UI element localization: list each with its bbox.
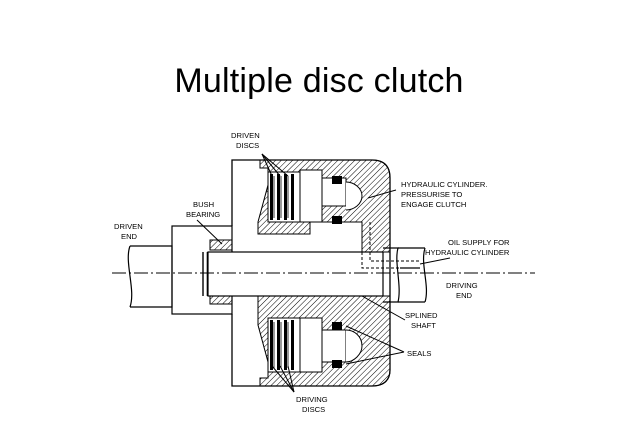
hydraulic-cylinder-label-line3: ENGAGE CLUTCH — [401, 200, 466, 209]
driven-shaft — [127, 245, 173, 308]
seals-label: SEALS — [407, 349, 431, 358]
seals — [332, 176, 342, 368]
leader-lines — [196, 153, 451, 393]
upper-disc-pack — [267, 171, 301, 223]
bush-bearing-label-line1: BUSH — [193, 200, 214, 209]
driving-discs-label-line2: DISCS — [302, 405, 325, 414]
driven-end-label-line2: END — [121, 232, 138, 241]
slide-title: Multiple disc clutch — [174, 62, 464, 100]
driven-discs-label-line2: DISCS — [236, 141, 259, 150]
bush-bearing-label-line2: BEARING — [186, 210, 220, 219]
driving-end-label-line1: DRIVING — [446, 281, 478, 290]
hydraulic-cylinder-label-line2: PRESSURISE TO — [401, 190, 462, 199]
driving-shaft — [207, 247, 428, 303]
splined-shaft-label-line2: SHAFT — [411, 321, 436, 330]
oil-supply-label-line2: HYDRAULIC CYLINDER — [425, 248, 510, 257]
driving-end-label-line2: END — [456, 291, 473, 300]
driven-discs-label-line1: DRIVEN — [231, 131, 260, 140]
hydraulic-cylinder-label-line1: HYDRAULIC CYLINDER. — [401, 180, 488, 189]
oil-supply-label-line1: OIL SUPPLY FOR — [448, 238, 510, 247]
splined-shaft-label-line1: SPLINED — [405, 311, 438, 320]
lower-disc-pack — [267, 317, 301, 373]
driven-end-label-line1: DRIVEN — [114, 222, 143, 231]
driving-discs-label-line1: DRIVING — [296, 395, 328, 404]
